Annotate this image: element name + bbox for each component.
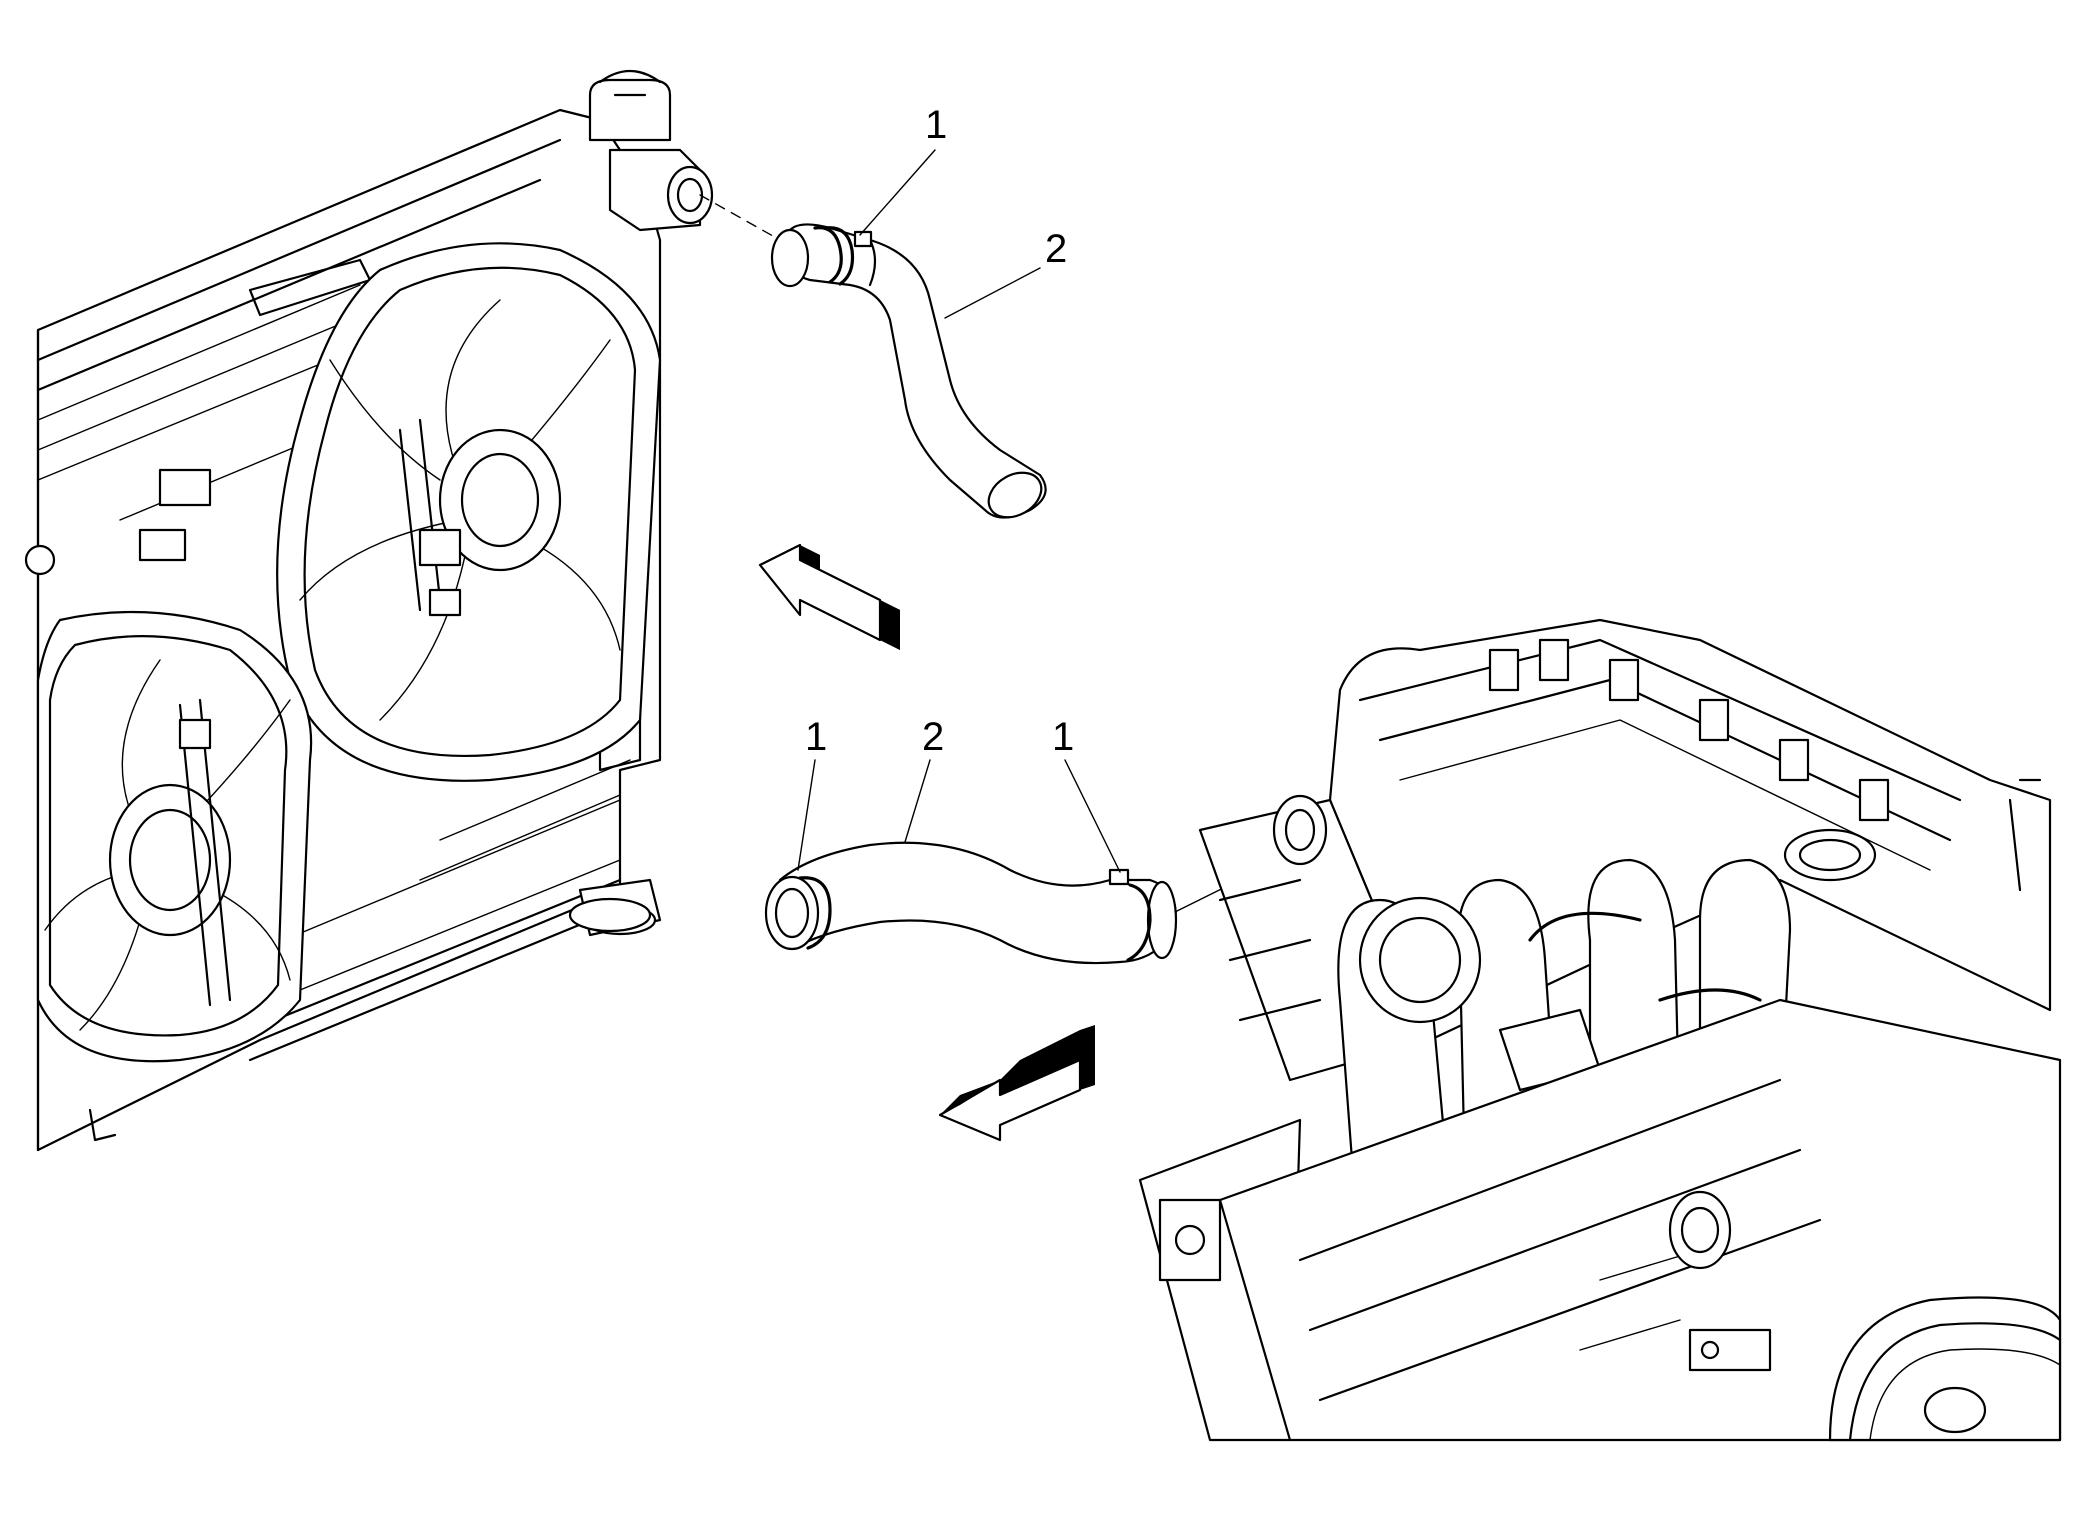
- right-fan: [299, 299, 621, 721]
- callout-lower-clamp-right: 1: [1052, 715, 1121, 873]
- svg-text:1: 1: [1052, 715, 1074, 759]
- upper-radiator-hose: [699, 194, 1047, 519]
- callout-lower-hose: 2: [904, 715, 944, 843]
- radiator-fan-assembly: [24, 70, 714, 1152]
- callout-lower-clamp-left: 1: [797, 715, 827, 871]
- svg-text:1: 1: [925, 103, 947, 147]
- callout-upper-hose: 2: [944, 227, 1067, 319]
- direction-arrow-lower: [938, 1025, 1095, 1142]
- callout-upper-clamp: 1: [859, 103, 947, 236]
- lower-radiator-hose: [764, 841, 1301, 965]
- direction-arrow-upper: [758, 543, 900, 650]
- svg-text:2: 2: [1045, 227, 1067, 271]
- left-fan: [44, 659, 291, 1031]
- svg-text:1: 1: [805, 715, 827, 759]
- svg-text:2: 2: [922, 715, 944, 759]
- engine-block: [1138, 618, 2062, 1442]
